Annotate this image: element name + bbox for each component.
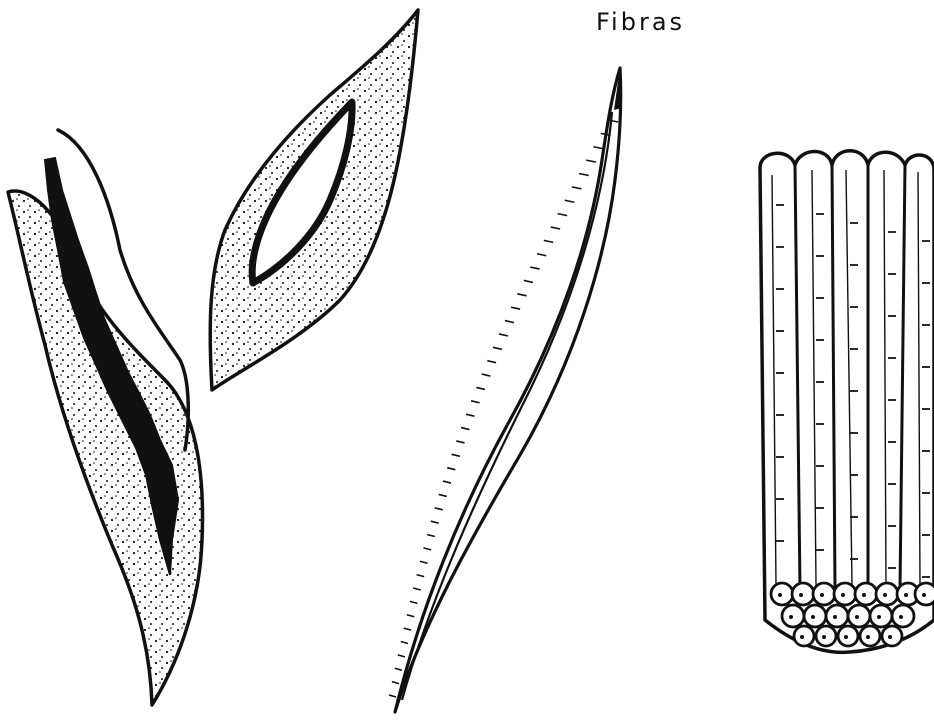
fiber-wavy-dark-lumen xyxy=(8,130,203,705)
fiber-spindle-open-lumen xyxy=(210,10,418,390)
fiber-bundle xyxy=(760,151,934,653)
fiber-long-septate xyxy=(389,68,622,712)
